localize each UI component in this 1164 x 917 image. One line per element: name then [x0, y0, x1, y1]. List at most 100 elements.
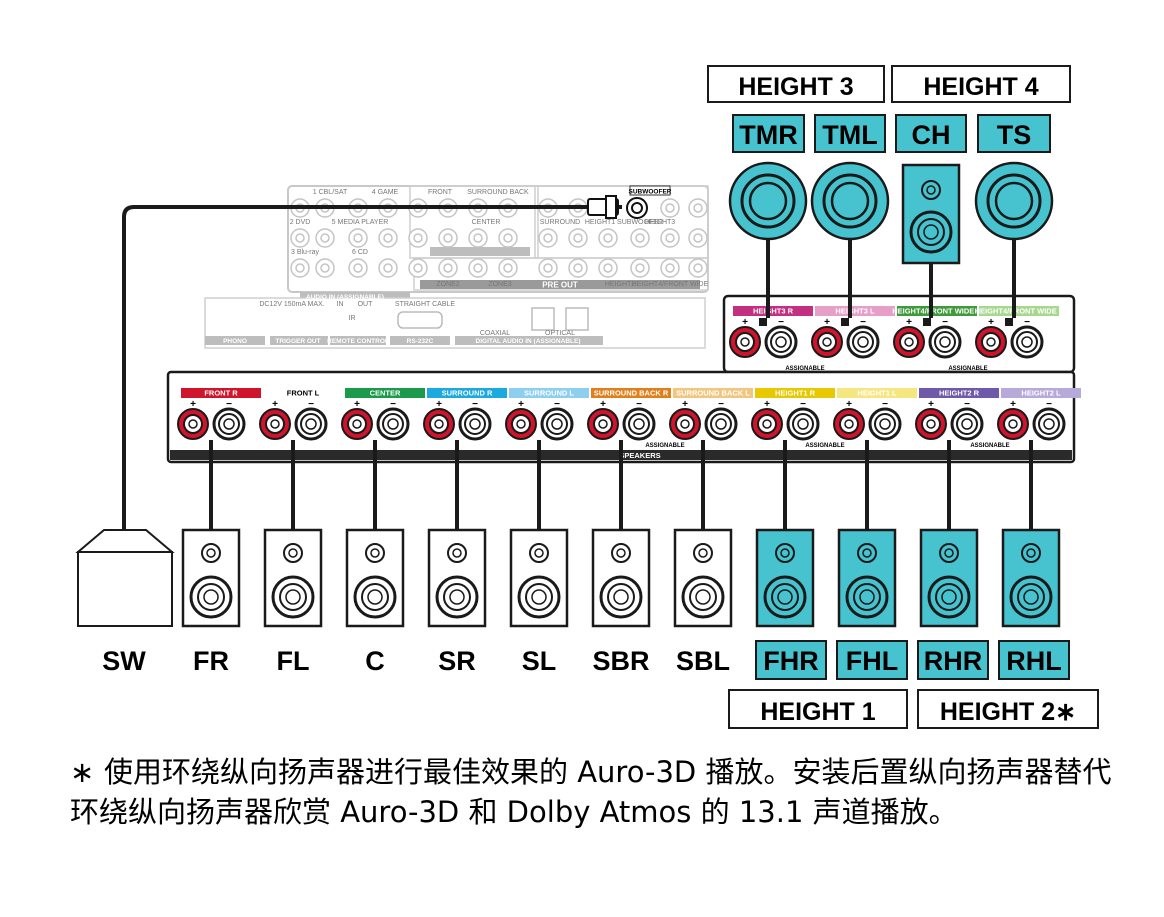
- positive-terminal: [259, 408, 291, 440]
- negative-terminal: [786, 407, 820, 441]
- input-label: IN: [337, 301, 344, 308]
- speaker-terminal-panel: SPEAKERS FRONT R+−FRONT L+−CENTER+−SURRO…: [166, 370, 1081, 464]
- negative-terminal: [928, 325, 962, 359]
- subwoofer-speaker: [75, 529, 175, 627]
- input-jack: [688, 258, 708, 278]
- section-label: DIGITAL AUDIO IN (ASSIGNABLE): [476, 338, 581, 345]
- ch-speaker: [901, 163, 961, 265]
- terminal-label: SURROUND R: [442, 389, 493, 398]
- input-label: 5 MEDIA PLAYER: [332, 219, 389, 226]
- ts-speaker: [974, 161, 1054, 241]
- input-label: SUBWOOFER: [617, 219, 663, 226]
- floor-speaker-box: [591, 528, 651, 628]
- input-jack: [538, 228, 558, 248]
- input-jack: [498, 258, 518, 278]
- input-label: STRAIGHT CABLE: [395, 301, 455, 308]
- input-jack: [468, 228, 488, 248]
- top-group-labels: HEIGHT 3 HEIGHT 4: [707, 65, 1071, 103]
- positive-terminal: [811, 326, 843, 358]
- height3-group-label: HEIGHT 3: [738, 73, 853, 101]
- subwoofer-jack: [626, 197, 648, 219]
- plus-sign: +: [764, 399, 770, 410]
- footnote-star: ∗: [70, 755, 95, 789]
- assignable-label: ASSIGNABLE: [948, 366, 987, 372]
- assignable-label: ASSIGNABLE: [785, 366, 824, 372]
- minus-sign: −: [882, 399, 888, 410]
- upper-terminal-panel: HEIGHT3 R+−HEIGHT3 L+−HEIGHT4/FRONT WIDE…: [722, 294, 1076, 374]
- speaker-terminal-pair: HEIGHT4/FRONT WIDE L+−: [975, 306, 1064, 359]
- input-label: CENTER: [472, 219, 501, 226]
- speaker-terminal-pair: HEIGHT2 R+−: [915, 388, 999, 441]
- input-label: 1 CBL/SAT: [313, 189, 348, 196]
- floor-speaker-label: FL: [277, 646, 310, 676]
- input-label: SURROUND: [540, 219, 580, 226]
- floor-speaker-box: [755, 528, 815, 628]
- speaker-terminal-pair: SURROUND R+−: [423, 388, 507, 441]
- height-speaker-labels: FHR FHL RHR RHL: [755, 640, 1070, 680]
- plus-sign: +: [824, 317, 830, 328]
- minus-sign: −: [1046, 399, 1052, 410]
- tml-speaker: [810, 161, 890, 241]
- speakers-label: SPEAKERS: [619, 451, 660, 460]
- floor-speaker-box: [1001, 528, 1061, 628]
- input-label: OUT: [358, 301, 374, 308]
- subwoofer-cable: [122, 195, 622, 538]
- input-label: OPTICAL: [545, 330, 575, 337]
- positive-terminal: [669, 408, 701, 440]
- minus-sign: −: [778, 317, 784, 328]
- input-jack: [315, 228, 335, 248]
- input-jack: [378, 228, 398, 248]
- input-jack: [660, 198, 680, 218]
- rhr-label: RHR: [924, 646, 983, 676]
- speaker-terminal-pair: FRONT L+−: [259, 388, 343, 441]
- height2-group-label: HEIGHT 2∗: [940, 698, 1076, 726]
- subwoofer-label: SUBWOOFER: [629, 189, 672, 196]
- input-label: FRONT: [428, 189, 453, 196]
- minus-sign: −: [226, 399, 232, 410]
- height1-group-label: HEIGHT 1: [760, 698, 875, 726]
- floor-speaker-box: [837, 528, 897, 628]
- tmr-speaker: [728, 161, 808, 241]
- floor-speaker-label: SW: [102, 646, 146, 676]
- positive-terminal: [915, 408, 947, 440]
- positive-terminal: [893, 326, 925, 358]
- terminal-label: HEIGHT1 L: [857, 389, 897, 398]
- assignable-label: ASSIGNABLE: [805, 443, 844, 449]
- terminal-label: HEIGHT4/FRONT WIDE R: [892, 307, 982, 316]
- positive-terminal: [423, 408, 455, 440]
- input-label: 2 DVD: [290, 219, 311, 226]
- minus-sign: −: [554, 399, 560, 410]
- minus-sign: −: [964, 399, 970, 410]
- floor-speaker-label: C: [365, 646, 385, 676]
- input-label: HEIGHT2: [605, 281, 635, 288]
- terminal-label: HEIGHT1 R: [775, 389, 816, 398]
- height4-group-label: HEIGHT 4: [923, 73, 1038, 101]
- positive-terminal: [975, 326, 1007, 358]
- input-jack: [378, 258, 398, 278]
- speaker-cables: [209, 239, 1033, 530]
- floor-speakers: [75, 528, 1061, 628]
- negative-terminal: [622, 407, 656, 441]
- minus-sign: −: [308, 399, 314, 410]
- input-label: HEIGHT1: [585, 219, 615, 226]
- floor-speaker-label: SR: [438, 646, 476, 676]
- plus-sign: +: [1010, 399, 1016, 410]
- minus-sign: −: [1024, 317, 1030, 328]
- input-label: ZONE2: [436, 281, 459, 288]
- input-jack: [498, 228, 518, 248]
- input-jack: [290, 228, 310, 248]
- input-jack: [538, 258, 558, 278]
- positive-terminal: [177, 408, 209, 440]
- floor-speaker-box: [509, 528, 569, 628]
- negative-terminal: [540, 407, 574, 441]
- terminal-label: HEIGHT3 R: [753, 307, 794, 316]
- negative-terminal: [950, 407, 984, 441]
- speaker-terminal-pair: HEIGHT1 L+−: [833, 388, 917, 441]
- pre-out-label: PRE OUT: [542, 281, 578, 290]
- input-jack: [660, 258, 680, 278]
- minus-sign: −: [636, 399, 642, 410]
- minus-sign: −: [800, 399, 806, 410]
- top-speaker-labels: TMR TML CH TS: [732, 114, 1051, 153]
- plus-sign: +: [518, 399, 524, 410]
